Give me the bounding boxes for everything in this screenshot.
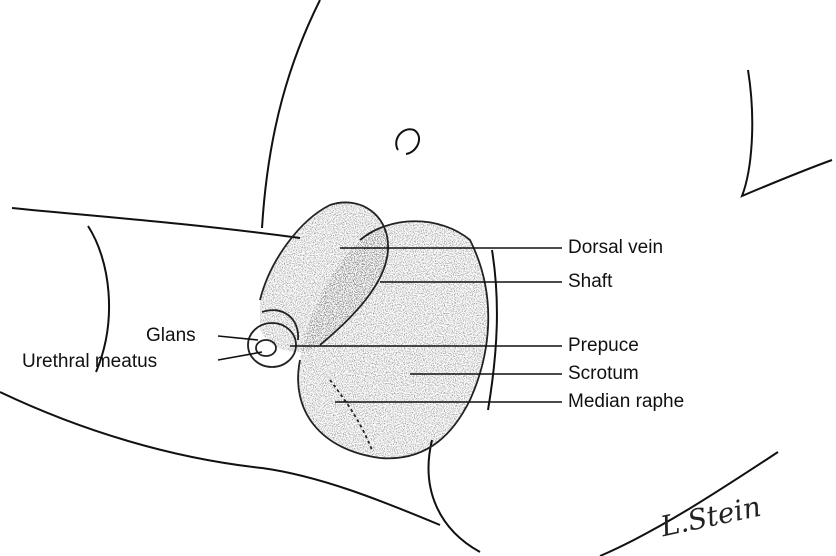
torso-right-edge	[742, 70, 832, 196]
torso-left-edge	[262, 0, 320, 228]
label-scrotum: Scrotum	[568, 364, 639, 383]
urethral-meatus-shape	[256, 340, 276, 356]
label-dorsal-vein: Dorsal vein	[568, 238, 663, 257]
leader-urethral-meatus	[218, 352, 262, 360]
label-urethral-meatus: Urethral meatus	[22, 352, 157, 371]
groin-crease	[488, 250, 497, 410]
right-thigh-inner	[429, 440, 480, 552]
label-prepuce: Prepuce	[568, 336, 639, 355]
left-thigh-upper	[12, 208, 300, 238]
label-median-raphe: Median raphe	[568, 392, 684, 411]
leader-glans	[218, 336, 258, 340]
label-shaft: Shaft	[568, 272, 612, 291]
label-glans: Glans	[146, 326, 196, 345]
navel	[396, 129, 419, 154]
